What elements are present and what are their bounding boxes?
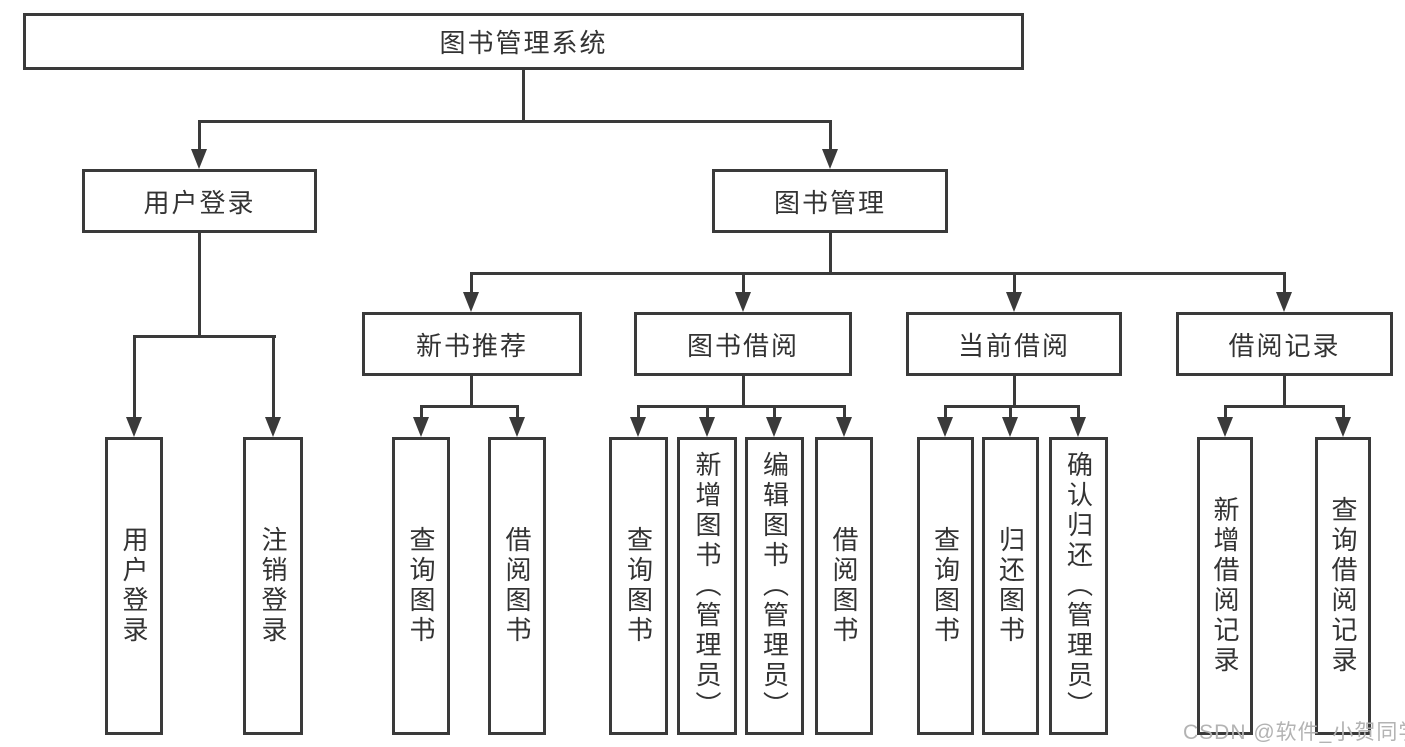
- leaf-logout-label: 注销登录: [258, 526, 288, 646]
- arrowhead: [1276, 292, 1292, 312]
- connector-userlogin-bar: [133, 335, 276, 338]
- connector-root-stem: [522, 69, 525, 123]
- arrowhead: [836, 417, 852, 437]
- leaf-query-books-borrow-label: 查询图书: [623, 526, 654, 646]
- arrowhead: [735, 292, 751, 312]
- arrowhead: [1070, 417, 1086, 437]
- arrowhead: [126, 417, 142, 437]
- connector-recommend-stem: [470, 375, 473, 408]
- leaf-borrow-books: 借阅图书: [815, 437, 873, 735]
- connector-arrow-stem: [829, 120, 832, 151]
- connector-arrow-stem: [516, 405, 519, 419]
- leaf-query-books-recommend-label: 查询图书: [406, 526, 436, 646]
- connector-arrow-stem: [272, 335, 275, 419]
- leaf-add-borrow-record: 新增借阅记录: [1197, 437, 1253, 735]
- node-user-login-label: 用户登录: [143, 187, 256, 218]
- node-new-book-recommend-label: 新书推荐: [415, 330, 528, 361]
- arrowhead: [630, 417, 646, 437]
- connector-arrow-stem: [470, 272, 473, 294]
- leaf-borrow-books-recommend: 借阅图书: [488, 437, 546, 735]
- leaf-query-borrow-record-label: 查询借阅记录: [1328, 496, 1358, 676]
- connector-arrow-stem: [637, 405, 640, 419]
- node-book-management: 图书管理: [712, 169, 948, 233]
- connector-arrow-stem: [742, 272, 745, 294]
- arrowhead: [1217, 417, 1233, 437]
- node-book-borrow-label: 图书借阅: [686, 330, 799, 361]
- connector-borrow-stem: [742, 375, 745, 408]
- node-current-borrow: 当前借阅: [906, 312, 1122, 376]
- connector-arrow-stem: [1283, 272, 1286, 294]
- leaf-query-books-borrow: 查询图书: [609, 437, 668, 735]
- connector-current-bar: [944, 405, 1080, 408]
- connector-arrow-stem: [420, 405, 423, 419]
- watermark: CSDN @软件_小贺同学: [1183, 721, 1405, 744]
- leaf-user-login-label: 用户登录: [119, 526, 149, 646]
- node-current-borrow-label: 当前借阅: [957, 330, 1070, 361]
- arrowhead: [937, 417, 953, 437]
- leaf-borrow-books-recommend-label: 借阅图书: [502, 526, 532, 646]
- node-root-label: 图书管理系统: [439, 28, 608, 58]
- leaf-return-books-label: 归还图书: [995, 526, 1026, 646]
- node-borrow-records: 借阅记录: [1176, 312, 1393, 376]
- node-new-book-recommend: 新书推荐: [362, 312, 582, 376]
- node-user-login: 用户登录: [82, 169, 317, 233]
- connector-arrow-stem: [1077, 405, 1080, 419]
- connector-arrow-stem: [1224, 405, 1227, 419]
- arrowhead: [413, 417, 429, 437]
- leaf-confirm-return-admin-label: 确认归还（管理员）: [1063, 451, 1094, 721]
- connector-userlogin-stem: [198, 233, 201, 338]
- connector-recommend-bar: [420, 405, 519, 408]
- node-book-management-label: 图书管理: [773, 187, 886, 218]
- connector-borrow-bar: [637, 405, 846, 408]
- connector-arrow-stem: [706, 405, 709, 419]
- node-book-borrow: 图书借阅: [634, 312, 852, 376]
- arrowhead: [265, 417, 281, 437]
- leaf-logout: 注销登录: [243, 437, 303, 735]
- arrowhead: [191, 149, 207, 169]
- leaf-borrow-books-label: 借阅图书: [829, 526, 859, 646]
- leaf-confirm-return-admin: 确认归还（管理员）: [1049, 437, 1108, 735]
- leaf-query-books-recommend: 查询图书: [392, 437, 450, 735]
- leaf-add-borrow-record-label: 新增借阅记录: [1210, 496, 1240, 676]
- connector-current-stem: [1013, 375, 1016, 408]
- arrowhead: [822, 149, 838, 169]
- arrowhead: [766, 417, 782, 437]
- connector-records-stem: [1283, 375, 1286, 408]
- leaf-query-books-current: 查询图书: [917, 437, 974, 735]
- arrowhead: [1002, 417, 1018, 437]
- connector-arrow-stem: [843, 405, 846, 419]
- connector-arrow-stem: [944, 405, 947, 419]
- arrowhead: [509, 417, 525, 437]
- connector-records-bar: [1224, 405, 1345, 408]
- leaf-edit-books-admin: 编辑图书（管理员）: [745, 437, 804, 735]
- leaf-query-books-current-label: 查询图书: [930, 526, 961, 646]
- connector-arrow-stem: [198, 120, 201, 151]
- arrowhead: [699, 417, 715, 437]
- leaf-user-login: 用户登录: [105, 437, 163, 735]
- connector-arrow-stem: [133, 335, 136, 419]
- leaf-query-borrow-record: 查询借阅记录: [1315, 437, 1371, 735]
- arrowhead: [463, 292, 479, 312]
- connector-bookmgmt-bar: [470, 272, 1286, 275]
- connector-arrow-stem: [1013, 272, 1016, 294]
- connector-arrow-stem: [1342, 405, 1345, 419]
- leaf-add-books-admin: 新增图书（管理员）: [677, 437, 737, 735]
- leaf-add-books-admin-label: 新增图书（管理员）: [692, 451, 722, 721]
- arrowhead: [1335, 417, 1351, 437]
- arrowhead: [1006, 292, 1022, 312]
- connector-bookmgmt-stem: [829, 233, 832, 275]
- connector-root-bar: [198, 120, 832, 123]
- leaf-return-books: 归还图书: [982, 437, 1039, 735]
- node-borrow-records-label: 借阅记录: [1228, 330, 1341, 361]
- connector-arrow-stem: [1009, 405, 1012, 419]
- connector-arrow-stem: [773, 405, 776, 419]
- leaf-edit-books-admin-label: 编辑图书（管理员）: [759, 451, 790, 721]
- node-root: 图书管理系统: [23, 13, 1024, 70]
